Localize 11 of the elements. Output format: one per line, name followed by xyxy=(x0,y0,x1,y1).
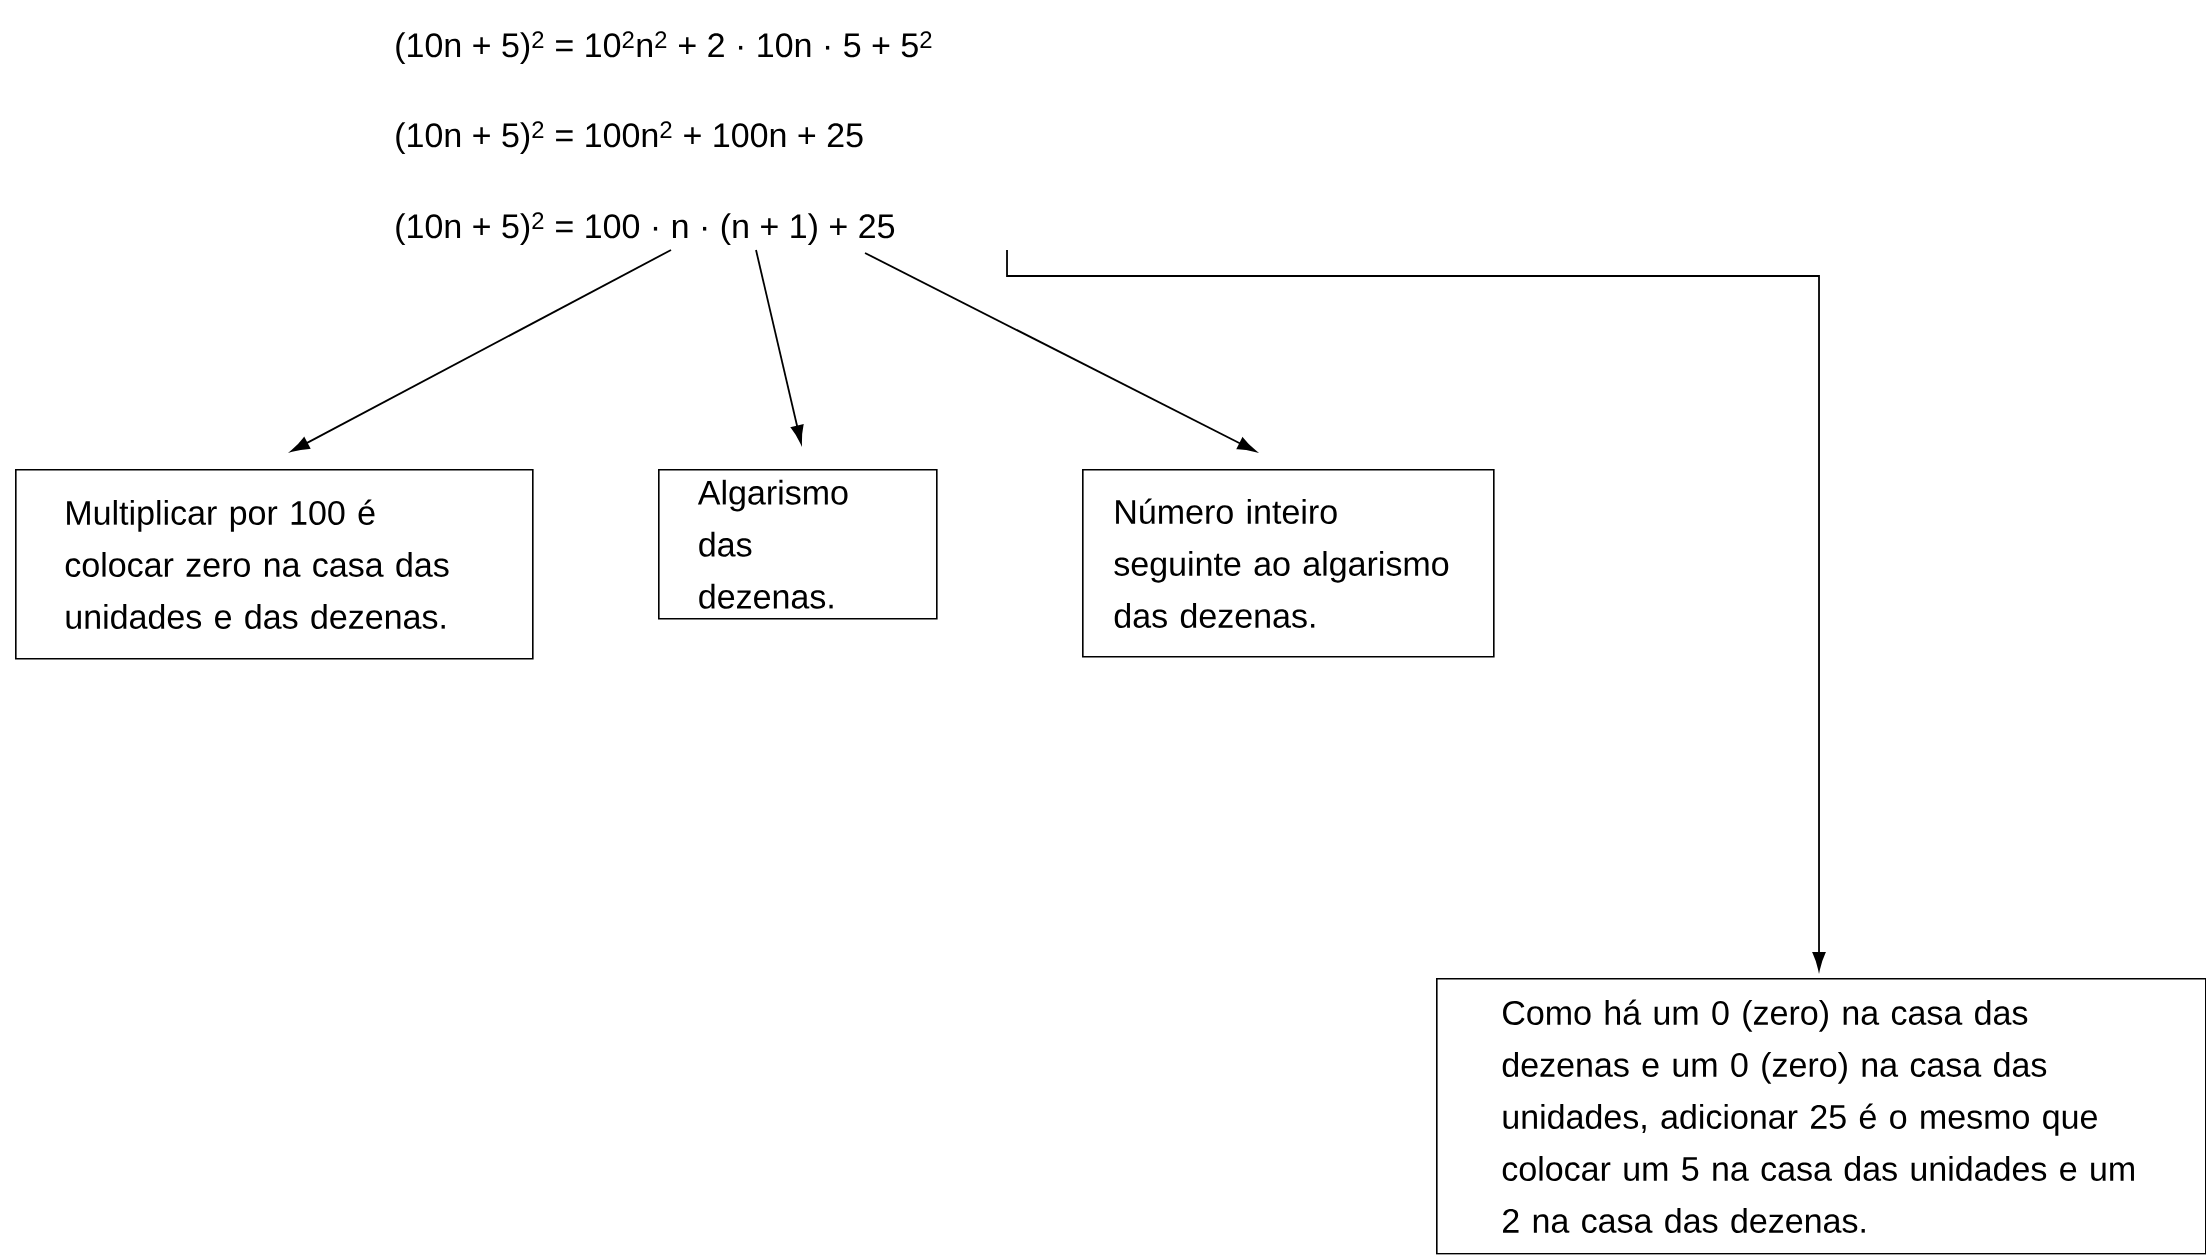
text-box: Como há um 0 (zero) na casa das dezenas e um 0 (zero) na casa das unidades, adicionar 25 é o mesmo que colocar um 5 na casa das unidades e um 2 na casa das dezenas. xyxy=(1436,978,2206,1255)
text-box: Algarismo das dezenas. xyxy=(658,468,938,620)
text-box: Multiplicar por 100 é colocar zero na casa das unidades e das dezenas. xyxy=(15,468,534,660)
equation: (10n + 5)$^{2}$ = 100n$^{2}$ + 100n + 25 xyxy=(396,121,863,154)
equation: (10n + 5)$^{2}$ = 10$^{2}$n$^{2}$ + 2 · 10n · 5 + 5$^{2}$ xyxy=(396,31,932,64)
arrow xyxy=(755,249,804,444)
arrow xyxy=(290,249,672,452)
arrow xyxy=(864,252,1257,452)
equation: (10n + 5)$^{2}$ = 100 · n · (n + 1) + 25 xyxy=(396,212,895,245)
text-box: Número inteiro seguinte ao algarismo das dezenas. xyxy=(1082,468,1495,658)
arrow xyxy=(1006,249,1826,971)
